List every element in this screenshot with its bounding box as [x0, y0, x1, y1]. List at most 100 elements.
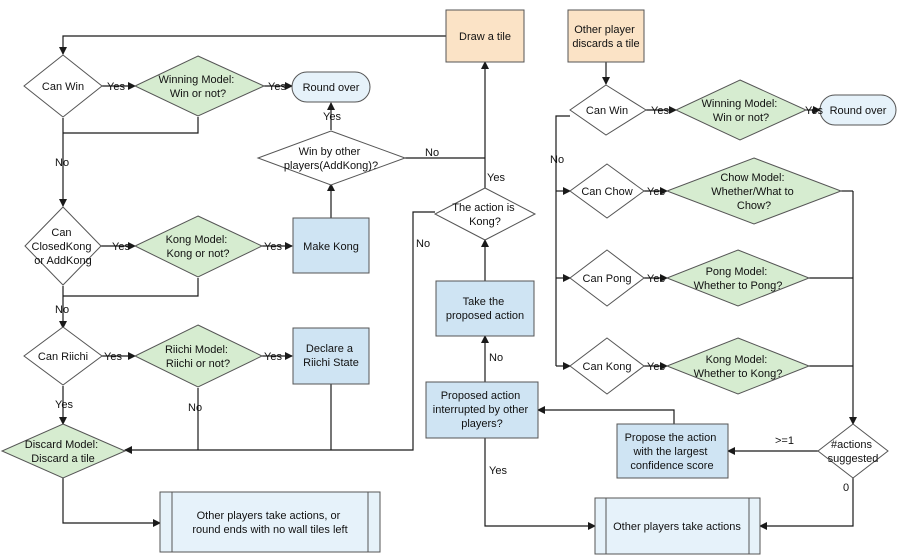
node-label-line: Whether/What to	[711, 186, 794, 198]
edge-label: Yes	[104, 351, 122, 363]
svg-text:Proposed action interrup: Proposed action interrupted by other pla…	[433, 390, 531, 430]
node-label-line: Whether to Pong?	[694, 280, 783, 292]
node-propose-action: Propose the action with the largest conf…	[616, 423, 729, 479]
edge-label: Yes	[264, 241, 282, 253]
node-label-line: Kong Model:	[166, 234, 228, 246]
node-winning-model-left: Winning Model: Win or not?	[133, 55, 266, 117]
node-riichi-model: Riichi Model: Riichi or not?	[133, 324, 264, 388]
edge-label: Yes	[112, 241, 130, 253]
node-label-line: proposed action	[446, 310, 524, 322]
edge-label: Yes	[323, 111, 341, 123]
node-label-line: Can Win	[586, 105, 628, 117]
node-label-line: Discard a tile	[31, 453, 95, 465]
node-label-line: players?	[461, 418, 503, 430]
node-action-is-kong: The action is Kong?	[433, 187, 537, 241]
node-kong-model-right: Kong Model: Whether to Kong?	[665, 337, 811, 395]
svg-text:Can ClosedKong or: Can ClosedKong or AddKong	[32, 227, 95, 267]
node-label-line: Winning Model:	[159, 74, 235, 86]
edge-label: >=1	[775, 435, 794, 447]
edge-label: Yes	[647, 186, 665, 198]
svg-text:Winning Model: Win or no: Winning Model: Win or not?	[702, 98, 781, 124]
node-label-line: Whether to Kong?	[694, 368, 783, 380]
node-pong-model: Pong Model: Whether to Pong?	[665, 249, 811, 307]
svg-text:Can Chow: Can Chow	[581, 186, 632, 198]
node-proposed-interrupted: Proposed action interrupted by other pla…	[425, 381, 539, 439]
node-make-kong: Make Kong	[292, 217, 370, 274]
svg-text:Can Kong: Can Kong	[583, 361, 632, 373]
node-label-line: Chow Model:	[720, 172, 784, 184]
svg-text:Kong Model: Kong or not?: Kong Model: Kong or not?	[166, 234, 231, 260]
svg-text:Discard Model: Discard a: Discard Model: Discard a tile	[25, 439, 101, 465]
svg-text:The action is Kong?: The action is Kong?	[452, 202, 517, 228]
node-label-line: Chow?	[737, 200, 771, 212]
node-label-line: or AddKong	[34, 255, 92, 267]
node-label-line: Proposed action	[441, 390, 521, 402]
node-other-players-or-round-ends: Other players take actions, or round end…	[159, 491, 381, 553]
node-label-line: Other players take actions, or	[197, 510, 341, 522]
node-label-line: confidence score	[630, 460, 713, 472]
node-label-line: Can Pong	[583, 273, 632, 285]
node-can-win-right: Can Win	[569, 84, 647, 136]
node-label-line: round ends with no wall tiles left	[192, 524, 347, 536]
svg-text:#actions suggested: #actions suggested	[828, 439, 879, 465]
node-label-line: Round over	[830, 105, 887, 117]
node-discard-model: Discard Model: Discard a tile	[0, 423, 127, 479]
node-can-kong-right: Can Kong	[569, 337, 645, 395]
node-round-over-right: Round over	[819, 94, 897, 126]
svg-text:Make Kong: Make Kong	[303, 241, 359, 253]
node-label-line: Winning Model:	[702, 98, 778, 110]
node-label-line: with the largest	[632, 446, 707, 458]
edge-label: No	[188, 402, 202, 414]
edge-label: Yes	[651, 105, 669, 117]
edge-label: 0	[843, 482, 849, 494]
node-label-line: Kong or not?	[167, 248, 230, 260]
edge-label: Yes	[647, 361, 665, 373]
svg-text:Other players take actions, or: Other players take actions, or round end…	[192, 510, 347, 536]
node-label-line: Riichi or not?	[166, 358, 230, 370]
node-can-win-left: Can Win	[23, 54, 103, 118]
edge-label: Yes	[264, 351, 282, 363]
node-label-line: players(AddKong)?	[284, 160, 378, 172]
node-label-line: Riichi Model:	[165, 344, 228, 356]
node-label-line: Can Chow	[581, 186, 632, 198]
node-label-line: Riichi State	[303, 357, 359, 369]
node-draw-a-tile: Draw a tile	[445, 9, 525, 63]
node-winning-model-right: Winning Model: Win or not?	[674, 79, 808, 141]
svg-text:Propose the action with: Propose the action with the largest conf…	[625, 432, 720, 472]
edge-label: Yes	[647, 273, 665, 285]
svg-text:Declare a Riichi State: Declare a Riichi State	[303, 343, 359, 369]
node-kong-model-left: Kong Model: Kong or not?	[133, 215, 264, 278]
svg-text:Chow Model: Whether/What: Chow Model: Whether/What to Chow?	[711, 172, 797, 212]
edge-label: No	[550, 154, 564, 166]
node-declare-riichi: Declare a Riichi State	[292, 327, 370, 385]
node-label-line: Other players take actions	[613, 521, 741, 533]
edges	[59, 35, 857, 530]
node-can-chow: Can Chow	[569, 163, 645, 219]
edge-label: Yes	[268, 81, 286, 93]
node-label-line: Win or not?	[713, 112, 769, 124]
svg-text:Draw a tile: Draw a tile	[459, 31, 511, 43]
edge-labels: Yes Yes Yes No Yes Yes No Yes Yes Yes No…	[55, 81, 849, 494]
node-label-line: Can	[51, 227, 71, 239]
svg-text:Pong Model: Whether to P: Pong Model: Whether to Pong?	[694, 266, 783, 292]
svg-text:Can Win: Can Win	[42, 81, 84, 93]
svg-text:Take the proposed action: Take the proposed action	[446, 296, 524, 322]
node-other-players-take: Other players take actions	[594, 497, 761, 555]
node-label-line: Draw a tile	[459, 31, 511, 43]
svg-text:Round over: Round over	[303, 82, 360, 94]
node-chow-model: Chow Model: Whether/What to Chow?	[665, 157, 843, 225]
svg-text:Winning Model: Win or no: Winning Model: Win or not?	[159, 74, 238, 100]
node-label-line: Round over	[303, 82, 360, 94]
node-label-line: discards a tile	[572, 38, 639, 50]
node-other-player-discards: Other player discards a tile	[567, 9, 645, 63]
node-label-line: Propose the action	[625, 432, 717, 444]
node-can-riichi: Can Riichi	[23, 326, 103, 386]
node-label-line: Can Win	[42, 81, 84, 93]
edge-label: No	[416, 238, 430, 250]
node-label-line: Can Kong	[583, 361, 632, 373]
node-label-line: Pong Model:	[706, 266, 768, 278]
svg-text:Other players take actions: Other players take actions	[613, 521, 741, 533]
node-label-line: Can Riichi	[38, 351, 88, 363]
edge-label: No	[55, 157, 69, 169]
